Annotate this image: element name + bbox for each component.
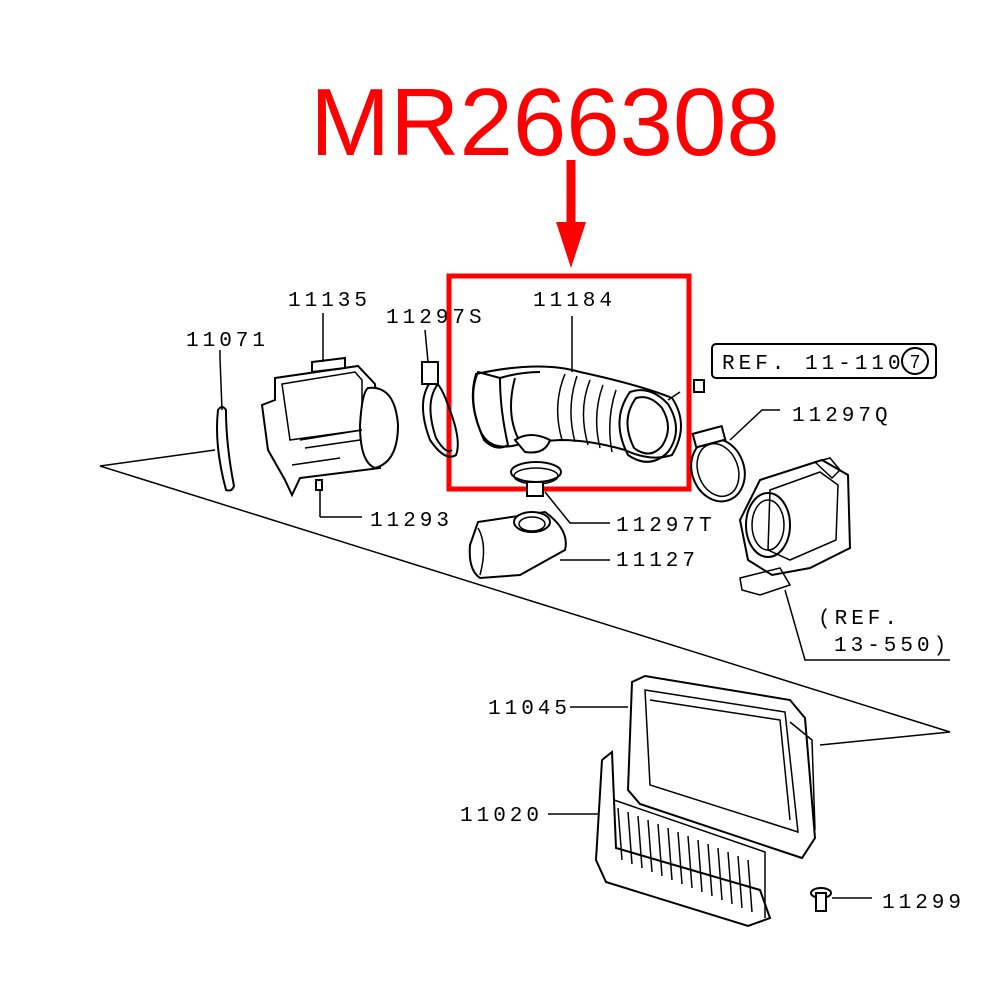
resonator-11127	[468, 510, 610, 580]
ref-13-550-label-line1: (REF.	[818, 608, 901, 631]
label-11297T: 11297T	[616, 515, 716, 538]
intake-hose-11184	[471, 316, 682, 463]
air-filter-11020	[548, 749, 772, 928]
label-11184: 11184	[533, 290, 616, 313]
label-11127: 11127	[616, 550, 699, 573]
clamp-11297S	[421, 329, 459, 458]
label-11293: 11293	[370, 510, 453, 533]
label-11297S: 11297S	[386, 307, 486, 330]
throttle-body	[738, 457, 950, 661]
ref-13-550-label-line2: 13-550)	[834, 635, 950, 658]
label-11020: 11020	[460, 805, 543, 828]
red-arrow-icon	[556, 160, 586, 268]
clamp-11297Q	[690, 379, 780, 503]
bolt-11299-icon	[810, 887, 872, 912]
label-11297Q: 11297Q	[792, 405, 892, 428]
part-number-title: MR266308	[310, 69, 780, 176]
label-11071: 11071	[186, 330, 269, 353]
ref-11-110-circle-number: 7	[910, 352, 920, 372]
gasket-11071	[216, 357, 236, 492]
label-11045: 11045	[488, 698, 571, 721]
perspective-lines	[99, 449, 951, 746]
air-cleaner-case-11045	[570, 674, 817, 860]
airflow-sensor-11135	[260, 313, 400, 518]
ref-11-110-box	[711, 343, 937, 379]
label-11299: 11299	[882, 892, 965, 915]
ref-11-110-label: REF. 11-110	[722, 353, 905, 376]
highlight-box	[446, 273, 692, 492]
clamp-11297T	[510, 461, 610, 524]
label-11135: 11135	[288, 290, 371, 313]
